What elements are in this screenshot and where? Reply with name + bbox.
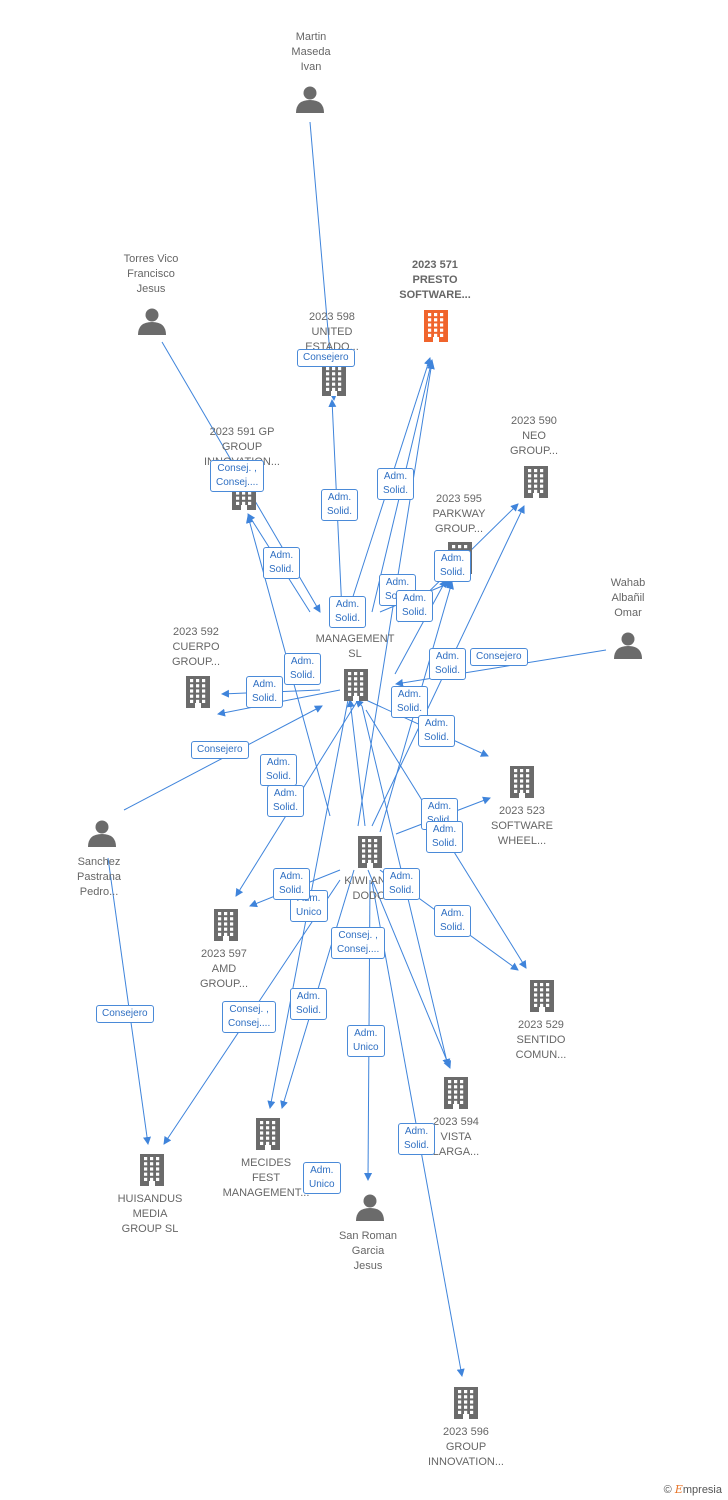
edge-label: Consej. , Consej.... xyxy=(331,927,386,959)
person-icon[interactable] xyxy=(296,86,324,114)
node-label: 2023 571 PRESTO SOFTWARE... xyxy=(399,259,471,301)
node-label: MECIDES FEST MANAGEMENT... xyxy=(222,1157,310,1199)
edge-label: Adm. Solid. xyxy=(383,868,421,900)
edge-label: Consejero xyxy=(470,648,528,666)
copyright-icon: © xyxy=(663,1484,672,1496)
edge-label: Consejero xyxy=(96,1005,154,1023)
node-label: Wahab Albañil Omar xyxy=(610,577,646,619)
node-software[interactable]: 2023 523 SOFTWARE WHEEL... xyxy=(480,804,564,849)
building-icon[interactable] xyxy=(140,1154,164,1186)
edge-label: Adm. Solid. xyxy=(434,550,472,582)
person-icon[interactable] xyxy=(138,308,166,336)
node-sanroman[interactable]: San Roman Garcia Jesus xyxy=(322,1229,414,1274)
edge-label: Adm. Unico xyxy=(303,1162,341,1194)
node-label: San Roman Garcia Jesus xyxy=(338,1230,398,1272)
node-label: 2023 595 PARKWAY GROUP... xyxy=(432,493,486,535)
node-label: 2023 523 SOFTWARE WHEEL... xyxy=(491,805,553,847)
brand-footer[interactable]: © Empresia xyxy=(664,1483,722,1496)
building-icon[interactable] xyxy=(454,1387,478,1419)
relation-edge xyxy=(346,699,366,827)
edge-label: Adm. Solid. xyxy=(377,468,415,500)
person-icon[interactable] xyxy=(614,632,642,660)
node-label: 2023 596 GROUP INNOVATION... xyxy=(428,1426,504,1468)
edge-label: Adm. Solid. xyxy=(321,489,359,521)
node-label: 2023 597 AMD GROUP... xyxy=(199,948,249,990)
node-parkway[interactable]: 2023 595 PARKWAY GROUP... xyxy=(418,492,500,537)
edge-label: Adm. Solid. xyxy=(284,653,322,685)
node-label: Sanchez Pastrana Pedro... xyxy=(76,856,122,898)
edge-label: Adm. Solid. xyxy=(267,785,305,817)
node-label: 2023 592 CUERPO GROUP... xyxy=(171,626,221,668)
building-icon[interactable] xyxy=(530,980,554,1012)
relation-edge xyxy=(367,869,452,1069)
relation-edge xyxy=(107,857,151,1145)
edge-label: Adm. Solid. xyxy=(426,821,464,853)
person-icon[interactable] xyxy=(88,820,116,848)
edge-label: Consejero xyxy=(297,349,355,367)
building-icon[interactable] xyxy=(186,676,210,708)
edge-label: Consej. , Consej.... xyxy=(210,460,265,492)
node-vista[interactable]: 2023 594 VISTA LARGA... xyxy=(416,1115,496,1160)
node-label: 2023 590 NEO GROUP... xyxy=(509,415,559,457)
edge-label: Adm. Solid. xyxy=(418,715,456,747)
edge-label: Adm. Solid. xyxy=(429,648,467,680)
node-huisandus[interactable]: HUISANDUS MEDIA GROUP SL xyxy=(104,1192,196,1237)
node-label: Torres Vico Francisco Jesus xyxy=(123,253,179,295)
edge-label: Adm. Solid. xyxy=(273,868,311,900)
building-icon[interactable] xyxy=(444,1077,468,1109)
node-cuerpo[interactable]: 2023 592 CUERPO GROUP... xyxy=(156,625,236,670)
edge-label: Adm. Solid. xyxy=(396,590,434,622)
node-label: KIWI AND DODO xyxy=(344,875,394,902)
node-presto[interactable]: 2023 571 PRESTO SOFTWARE... xyxy=(387,258,483,303)
edge-label: Adm. Solid. xyxy=(434,905,472,937)
edge-label: Consejero xyxy=(191,741,249,759)
node-label: 2023 594 VISTA LARGA... xyxy=(432,1116,480,1158)
node-label: HUISANDUS MEDIA GROUP SL xyxy=(117,1193,183,1235)
edge-label: Adm. Solid. xyxy=(329,596,367,628)
building-icon[interactable] xyxy=(344,669,368,701)
node-martin[interactable]: Martin Maseda Ivan xyxy=(270,30,352,75)
building-icon[interactable] xyxy=(214,909,238,941)
edge-label: Adm. Solid. xyxy=(290,988,328,1020)
node-wahab[interactable]: Wahab Albañil Omar xyxy=(592,576,664,621)
brand-logo-initial: E xyxy=(674,1483,683,1496)
node-sentido[interactable]: 2023 529 SENTIDO COMUN... xyxy=(500,1018,582,1063)
node-label: Martin Maseda Ivan xyxy=(291,31,331,73)
edge-label: Adm. Solid. xyxy=(391,686,429,718)
node-neo[interactable]: 2023 590 NEO GROUP... xyxy=(494,414,574,459)
person-icon[interactable] xyxy=(356,1194,384,1222)
relation-edge xyxy=(394,579,447,675)
node-mecides[interactable]: MECIDES FEST MANAGEMENT... xyxy=(214,1156,318,1201)
edge-label: Adm. Solid. xyxy=(260,754,298,786)
building-icon[interactable] xyxy=(510,766,534,798)
node-amd[interactable]: 2023 597 AMD GROUP... xyxy=(184,947,264,992)
edge-label: Adm. Solid. xyxy=(263,547,301,579)
brand-name: mpresia xyxy=(682,1484,722,1496)
node-gi596[interactable]: 2023 596 GROUP INNOVATION... xyxy=(414,1425,518,1470)
edge-label: Adm. Unico xyxy=(347,1025,385,1057)
node-kiwi[interactable]: KIWI AND DODO xyxy=(333,874,405,904)
building-icon[interactable] xyxy=(424,310,448,342)
node-label: 2023 529 SENTIDO COMUN... xyxy=(515,1019,567,1061)
edge-label: Adm. Solid. xyxy=(398,1123,436,1155)
building-icon[interactable] xyxy=(322,364,346,396)
edge-label: Adm. Solid. xyxy=(246,676,284,708)
edge-label: Consej. , Consej.... xyxy=(222,1001,277,1033)
building-icon[interactable] xyxy=(256,1118,280,1150)
node-sanchez[interactable]: Sanchez Pastrana Pedro... xyxy=(58,855,140,900)
building-icon[interactable] xyxy=(524,466,548,498)
building-icon[interactable] xyxy=(358,836,382,868)
node-torres[interactable]: Torres Vico Francisco Jesus xyxy=(103,252,199,297)
